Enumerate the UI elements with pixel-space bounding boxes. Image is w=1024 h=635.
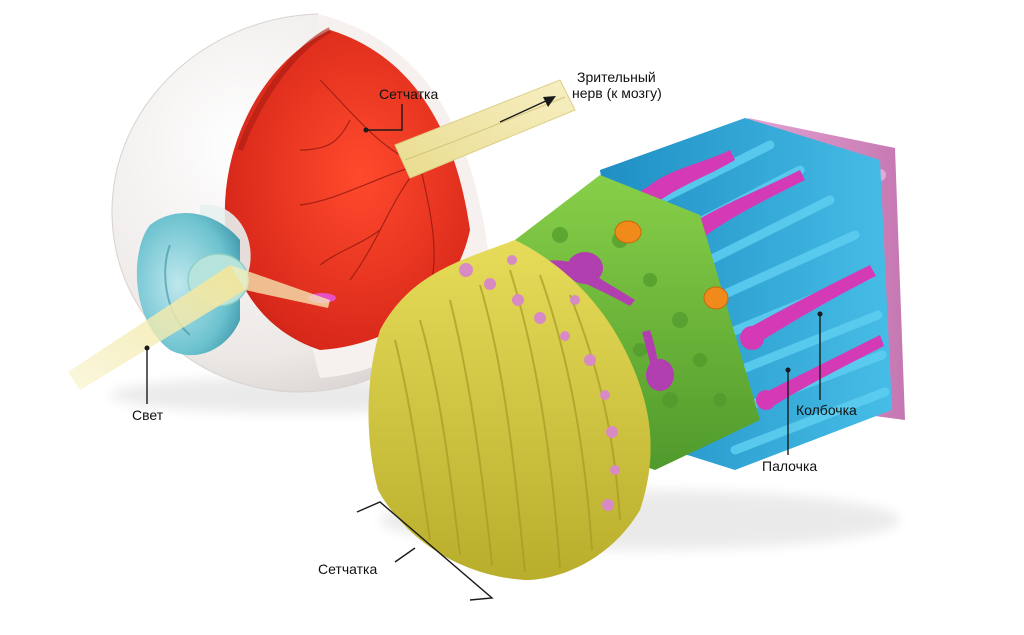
optic-nerve-label-line1: Зрительный [577, 69, 656, 85]
rod-label: Палочка [762, 458, 818, 474]
nerve-arrow [499, 96, 556, 123]
retina-block-label: Сетчатка [318, 561, 378, 577]
cone-label: Колбочка [796, 402, 857, 418]
bipolar-layer [515, 175, 760, 470]
amacrine-cells [540, 252, 674, 391]
light-label: Свет [132, 407, 164, 423]
retina-block [368, 118, 905, 580]
cones [639, 150, 884, 410]
ganglion-bumps [459, 255, 620, 511]
nuclei [614, 220, 729, 310]
ganglion-layer [368, 240, 651, 580]
leader-lines [146, 104, 821, 601]
retina-cavity [224, 30, 470, 350]
light-beam [68, 265, 245, 390]
optic-nerve-label-line2: нерв (к мозгу) [572, 85, 662, 101]
retina-eye-label: Сетчатка [379, 86, 439, 102]
